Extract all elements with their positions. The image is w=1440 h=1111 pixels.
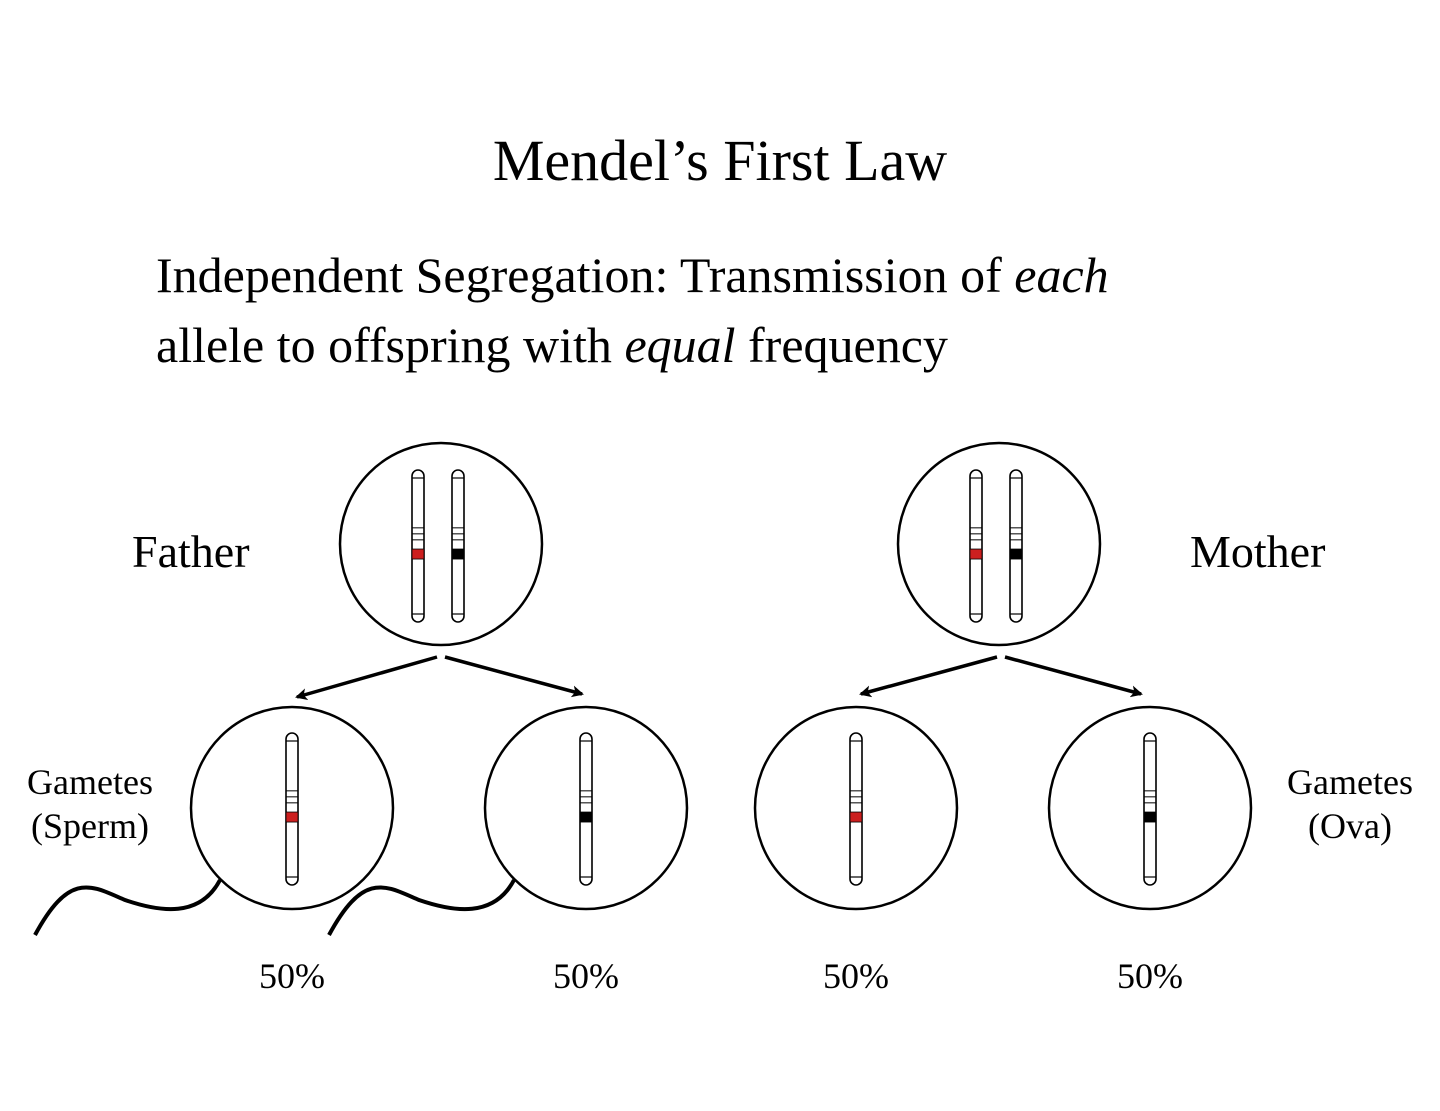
parent-chromosome-red xyxy=(411,469,425,623)
gamete-percent-3: 50% xyxy=(823,956,889,996)
mother-cell xyxy=(896,441,1102,647)
allele-band xyxy=(579,811,593,823)
law-text: frequency xyxy=(735,317,948,373)
mother-gametes-label: Gametes (Ova) xyxy=(1268,760,1432,848)
father-gametes-label: Gametes (Sperm) xyxy=(10,760,170,848)
segregation-arrow xyxy=(444,655,584,698)
chromosome-body xyxy=(451,469,465,623)
parent-chromosome-black xyxy=(1009,469,1023,623)
parent-chromosome-black xyxy=(451,469,465,623)
chromosome-body xyxy=(849,732,863,886)
parent-chromosome-red xyxy=(969,469,983,623)
sperm-tail xyxy=(327,879,516,936)
gamete-chromosome xyxy=(1143,732,1157,886)
gamete-percent-2: 50% xyxy=(553,956,619,996)
gamete-chromosome xyxy=(285,732,299,886)
allele-band xyxy=(969,548,983,560)
gametes-word: Gametes xyxy=(27,762,153,802)
law-text: Independent Segregation: Transmission of xyxy=(156,247,1015,303)
allele-band xyxy=(1009,548,1023,560)
gamete-percent-1: 50% xyxy=(259,956,325,996)
allele-band xyxy=(411,548,425,560)
chromosome-body xyxy=(579,732,593,886)
gametes-word: Gametes xyxy=(1287,762,1413,802)
chromosome-body xyxy=(1143,732,1157,886)
gamete-chromosome xyxy=(849,732,863,886)
gamete-chromosome xyxy=(579,732,593,886)
sperm-word: (Sperm) xyxy=(31,806,149,846)
allele-band xyxy=(1143,811,1157,823)
law-emphasis-each: each xyxy=(1014,247,1109,303)
mother-label: Mother xyxy=(1190,526,1326,577)
allele-band xyxy=(285,811,299,823)
segregation-arrow xyxy=(1004,655,1143,698)
chromosome-body xyxy=(969,469,983,623)
allele-band xyxy=(451,548,465,560)
segregation-arrow xyxy=(859,655,998,698)
father-label: Father xyxy=(132,526,250,577)
ova-word: (Ova) xyxy=(1308,806,1392,846)
law-statement-line-1: Independent Segregation: Transmission of… xyxy=(156,245,1109,305)
gamete-percent-4: 50% xyxy=(1117,956,1183,996)
law-statement-line-2: allele to offspring with equal frequency xyxy=(156,315,948,375)
slide-title: Mendel’s First Law xyxy=(492,128,948,193)
law-emphasis-equal: equal xyxy=(624,317,736,373)
chromosome-body xyxy=(1009,469,1023,623)
chromosome-body xyxy=(285,732,299,886)
sperm-tail xyxy=(33,879,222,936)
segregation-arrow xyxy=(295,655,438,701)
allele-band xyxy=(849,811,863,823)
father-cell xyxy=(338,441,544,647)
law-text: allele to offspring with xyxy=(156,317,625,373)
chromosome-body xyxy=(411,469,425,623)
